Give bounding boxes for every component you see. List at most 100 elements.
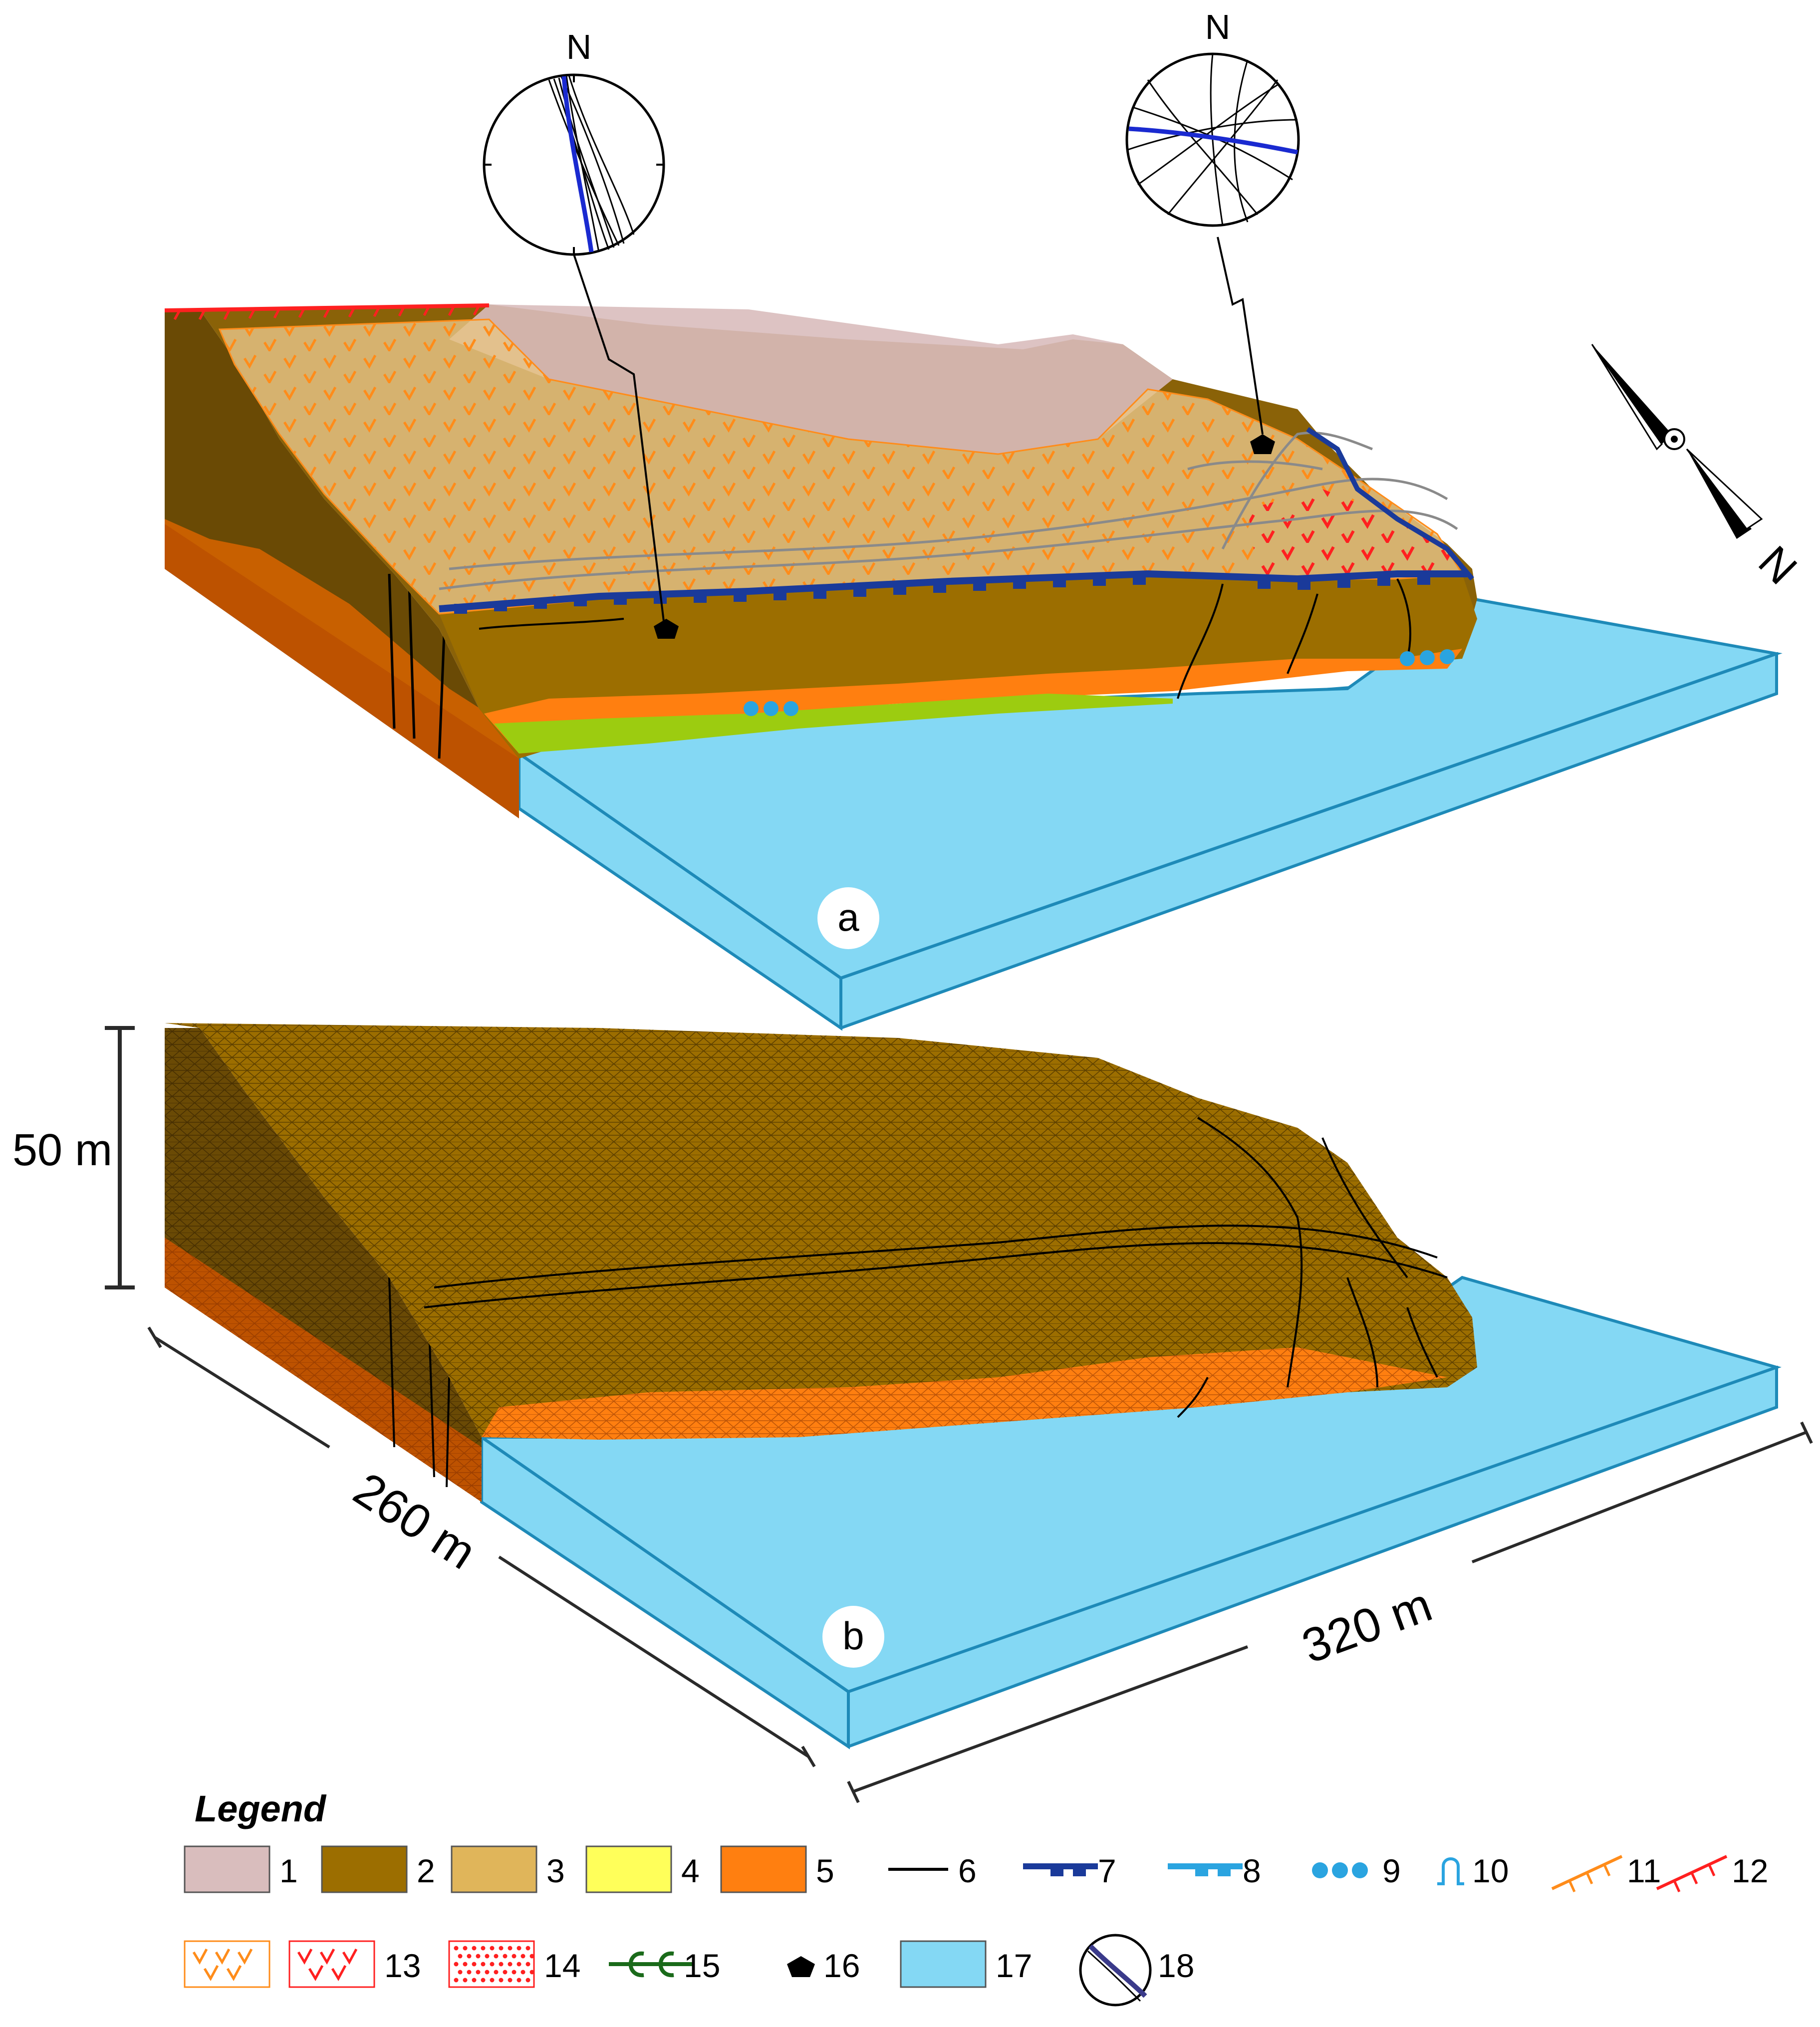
- legend-swatch-dot: [458, 1970, 463, 1975]
- legend-swatch-dot: [476, 1954, 481, 1959]
- legend-item-number: 2: [417, 1852, 435, 1889]
- legend-swatch-tooth: [1050, 1866, 1063, 1876]
- legend-swatch-dot: [512, 1954, 517, 1959]
- legend-swatch: [720, 1845, 807, 1893]
- legend-swatch-tooth: [1195, 1866, 1208, 1876]
- legend-item-8: 8: [1168, 1852, 1261, 1889]
- legend-swatch-tick: [1568, 1880, 1576, 1893]
- panel-label-b-text: b: [842, 1614, 864, 1658]
- scale-length-label: 320 m: [1295, 1578, 1438, 1674]
- legend-swatch-v: [215, 1948, 231, 1965]
- stereonet-north-label: N: [1205, 7, 1231, 46]
- stereonet-left: N: [483, 27, 665, 256]
- legend-swatch: [585, 1845, 672, 1893]
- legend-item-v-orange: [184, 1940, 270, 1988]
- legend-item-number: 9: [1382, 1852, 1401, 1889]
- legend-swatch-v: [237, 1948, 253, 1965]
- legend-swatch-dot: [508, 1962, 513, 1967]
- legend-swatch-dot: [490, 1946, 495, 1951]
- legend-item-10: 10: [1437, 1852, 1509, 1889]
- legend-title: Legend: [195, 1788, 327, 1829]
- legend-swatch-v: [319, 1948, 335, 1965]
- legend-swatch: [1551, 1855, 1623, 1890]
- legend-swatch-dot: [454, 1946, 459, 1951]
- legend-swatch-dot: [467, 1970, 472, 1975]
- legend-swatch-plane: [1088, 1944, 1147, 1998]
- legend-swatch-dot: [490, 1962, 495, 1967]
- legend-item-number: 1: [279, 1852, 298, 1889]
- legend-swatch: [1437, 1857, 1464, 1885]
- legend-swatch-dot: [517, 1978, 521, 1983]
- top-surface-a: [164, 303, 1477, 759]
- legend-item-3: 3: [451, 1845, 565, 1893]
- legend-swatch-dot: [467, 1954, 472, 1959]
- panel-b-block: b: [165, 1023, 1782, 1750]
- legend-item-4: 4: [585, 1845, 700, 1893]
- legend-swatch-tick: [1708, 1864, 1716, 1877]
- scale-height-label: 50 m: [12, 1125, 112, 1175]
- legend-swatch-dot: [458, 1954, 463, 1959]
- legend-swatch: [787, 1956, 815, 1977]
- legend-item-number: 3: [546, 1852, 565, 1889]
- legend-swatch-dot: [494, 1970, 499, 1975]
- legend-swatch-dot: [454, 1962, 459, 1967]
- north-arrow-label: N: [1749, 536, 1807, 594]
- measurement-site-marker-2: [1250, 434, 1275, 454]
- legend-swatch-dot: [476, 1970, 481, 1975]
- legend-swatch-dot: [481, 1946, 486, 1951]
- legend-item-number: 4: [681, 1852, 700, 1889]
- legend-swatch-c: [628, 1951, 644, 1978]
- legend-swatch-dot: [503, 1954, 508, 1959]
- legend-swatch: [900, 1940, 987, 1988]
- legend-item-1: 1: [184, 1845, 298, 1893]
- legend-swatch: [1656, 1855, 1728, 1890]
- legend-swatch-dot: [1352, 1862, 1368, 1878]
- legend-swatch-dot: [463, 1962, 468, 1967]
- legend-swatch-dot: [512, 1970, 517, 1975]
- panel-label-a-text: a: [837, 895, 859, 939]
- legend-swatch: [184, 1940, 270, 1988]
- legend-item-7: 7: [1023, 1852, 1116, 1889]
- legend-swatch-tooth: [1073, 1866, 1086, 1876]
- legend-item-number: 8: [1243, 1852, 1261, 1889]
- legend-item-18: 18: [1079, 1934, 1194, 2007]
- legend-swatch-dot: [481, 1978, 486, 1983]
- legend-item-2: 2: [321, 1845, 435, 1893]
- legend-item-number: 18: [1158, 1947, 1194, 1984]
- legend-item-number: 14: [544, 1947, 580, 1984]
- legend-swatch-tick: [1690, 1872, 1698, 1885]
- legend-item-5: 5: [720, 1845, 834, 1893]
- stereonet-right: N: [1125, 7, 1300, 227]
- scale-height: 50 m: [12, 1026, 135, 1289]
- legend-swatch-dot: [499, 1978, 504, 1983]
- stereonet-north-label: N: [566, 27, 592, 66]
- legend-item-number: 15: [684, 1947, 720, 1984]
- legend-swatch-dot: [520, 1970, 525, 1975]
- legend-swatch-tick: [1603, 1864, 1611, 1877]
- legend-item-12: 12: [1656, 1852, 1768, 1893]
- legend-swatch: [321, 1845, 408, 1893]
- legend-item-13: 13: [288, 1940, 421, 1988]
- legend-swatch-dot: [485, 1970, 490, 1975]
- legend-item-number: 6: [958, 1852, 977, 1889]
- left-face-a: [165, 309, 519, 818]
- legend-swatch-c: [658, 1951, 674, 1978]
- panel-a-block: a: [164, 237, 1783, 1031]
- legend-swatch-dot: [517, 1962, 521, 1967]
- legend-swatch-dot: [463, 1978, 468, 1983]
- legend-item-number: 17: [996, 1947, 1032, 1984]
- legend-swatch-v: [308, 1965, 324, 1982]
- legend-swatch-dot: [508, 1946, 513, 1951]
- legend-swatch: [451, 1845, 537, 1893]
- legend-swatch-tick: [1673, 1880, 1681, 1893]
- legend-swatch-plane: [1087, 1950, 1141, 2002]
- legend-item-number: 10: [1472, 1852, 1509, 1889]
- legend-swatch-dot: [529, 1970, 534, 1975]
- legend-item-number: 16: [823, 1947, 860, 1984]
- legend-swatch-v: [297, 1948, 313, 1965]
- legend-item-14: 14: [448, 1940, 580, 1988]
- legend-swatch-v: [203, 1965, 219, 1982]
- legend-swatch-dot: [508, 1978, 513, 1983]
- legend-item-6: 6: [888, 1852, 977, 1889]
